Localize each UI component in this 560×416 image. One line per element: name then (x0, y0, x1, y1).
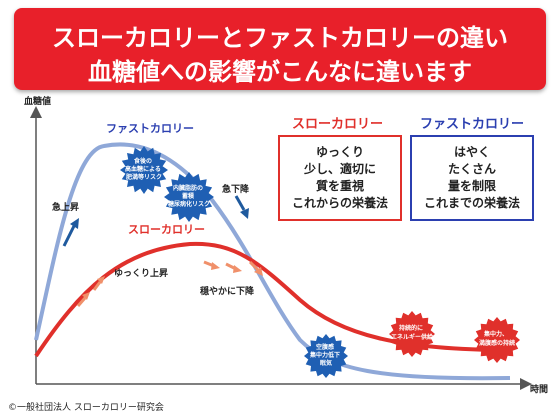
fast-calorie-curve (34, 142, 511, 381)
rapid-rise-label: 急上昇 (52, 201, 79, 213)
slow-rise-arrow-icon-4 (225, 262, 242, 273)
slow-box-line: ゆっくり (315, 145, 364, 159)
fast-calorie-heading: ファストカロリー (420, 117, 525, 132)
copyright-credit: ©一般社団法人 スローカロリー研究会 (8, 403, 164, 413)
slow-curve-label: スローカロリー (128, 223, 205, 236)
gentle-fall-label: 穏やかに下降 (200, 285, 255, 297)
burst-obesity-risk: 食後の 高血糖による 肥満等リスク (120, 146, 168, 194)
slow-box-line: 少し、適切に (303, 162, 376, 176)
slow-calorie-box: ゆっくり 少し、適切に 質を重視 これからの栄養法 (278, 135, 402, 221)
burst-sustained-energy: 持続的に エネルギー供給 (389, 311, 435, 357)
fast-calorie-box: はやく たくさん 量を制限 これまでの栄養法 (410, 135, 534, 221)
svg-text:集中力、 満腹感の持続: 集中力、 満腹感の持続 (479, 330, 515, 347)
gentle-fall-arrow-icon (248, 260, 263, 276)
rise-arrow-icon (62, 218, 79, 247)
slow-rise-label: ゆっくり上昇 (114, 267, 168, 279)
fall-arrow-icon (234, 195, 249, 219)
slow-rise-arrow-icon-1 (76, 292, 90, 307)
slow-rise-arrow-icon-3 (203, 260, 220, 270)
title-banner: スローカロリーとファストカロリーの違い 血糖値への影響がこんなに違います (14, 8, 546, 90)
title-line-2: 血糖値への影響がこんなに違います (88, 58, 472, 86)
slow-calorie-curve (34, 241, 511, 358)
fast-box-line: これまでの栄養法 (423, 196, 520, 210)
burst-diabetes-risk: 内臓脂肪の 蓄積 糖尿病化リスク (164, 172, 214, 222)
title-line-1: スローカロリーとファストカロリーの違い (52, 24, 508, 52)
svg-text:持続的に エネルギー供給: 持続的に エネルギー供給 (391, 324, 434, 341)
y-axis-label: 血糖値 (24, 95, 51, 107)
svg-text:内臓脂肪の 蓄積 糖尿病化リスク: 内臓脂肪の 蓄積 糖尿病化リスク (168, 184, 210, 208)
slow-rise-arrow-icon-2 (92, 276, 105, 291)
svg-text:食後の 高血糖による 肥満等リスク: 食後の 高血糖による 肥満等リスク (125, 157, 163, 181)
svg-text:空腹感 集中力低下 眠気: 空腹感 集中力低下 眠気 (309, 343, 342, 367)
fast-box-line: はやく (453, 145, 490, 159)
burst-satiety: 集中力、 満腹感の持続 (474, 317, 520, 363)
rapid-fall-label: 急下降 (222, 183, 250, 195)
slow-box-line: 質を重視 (315, 179, 364, 193)
fast-box-line: 量を制限 (447, 179, 496, 193)
fast-box-line: たくさん (447, 162, 496, 176)
x-axis-label: 時間 (530, 383, 548, 395)
burst-hunger: 空腹感 集中力低下 眠気 (304, 334, 348, 378)
fast-curve-label: ファストカロリー (106, 122, 194, 135)
slow-calorie-heading: スローカロリー (292, 117, 384, 132)
slow-box-line: これからの栄養法 (291, 196, 388, 210)
